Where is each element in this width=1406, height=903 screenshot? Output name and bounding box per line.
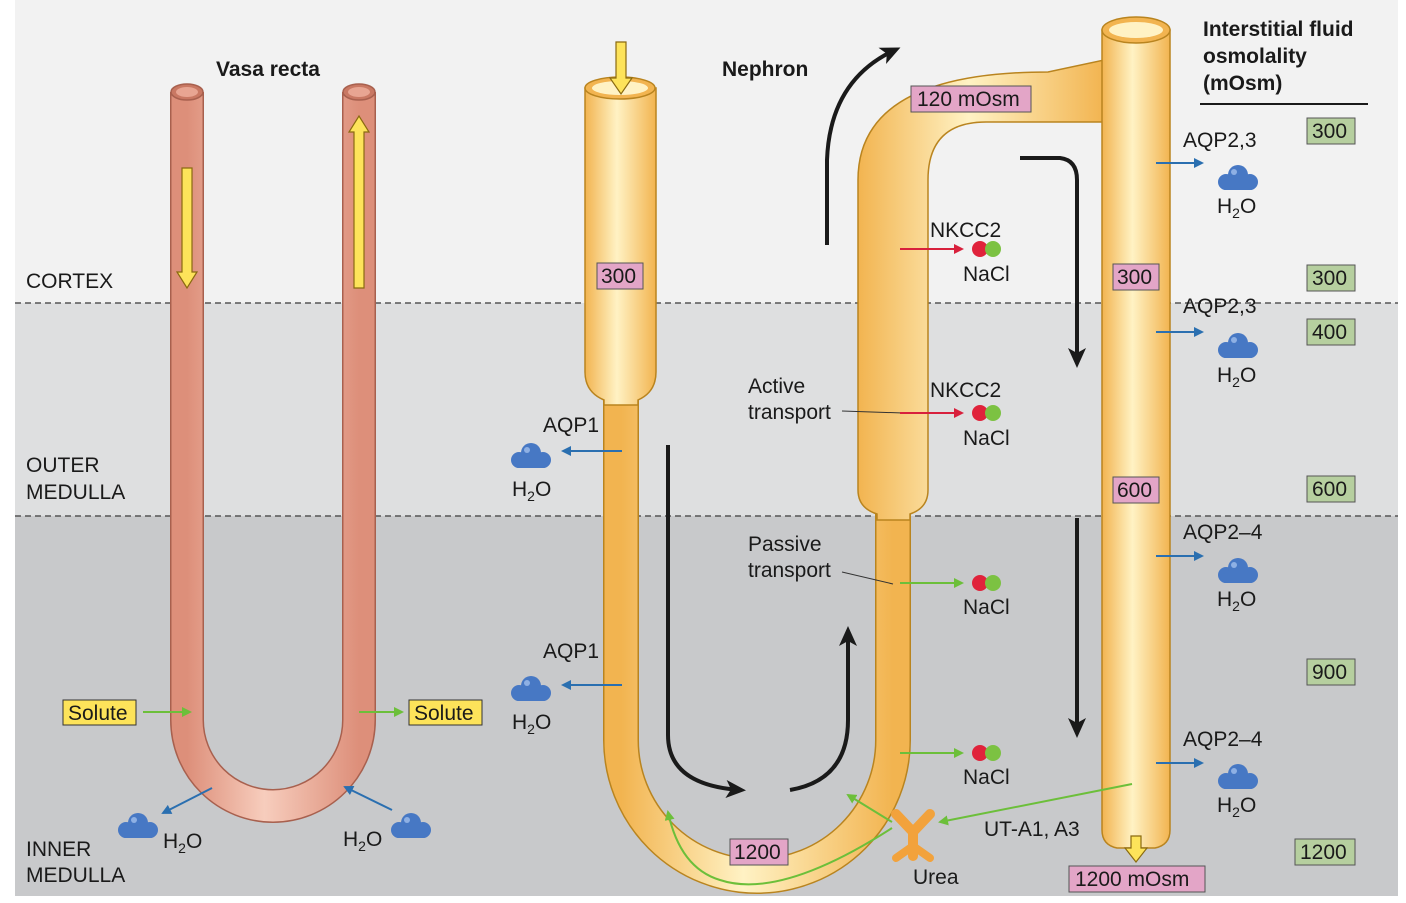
aqp1-label: AQP1 xyxy=(543,640,599,663)
h2o-label: H2O xyxy=(163,830,202,856)
active-transport-pointer xyxy=(841,410,904,414)
ascending-flow-arrow xyxy=(789,626,857,792)
na-ion-icon xyxy=(972,241,988,257)
cd-outer-osm-box xyxy=(1112,476,1160,504)
cl-ion-icon xyxy=(985,745,1001,761)
cortex-label: CORTEX xyxy=(26,270,113,293)
vasa-recta-title: Vasa recta xyxy=(216,58,320,81)
cd-exit-osm-value: 1200 mOsm xyxy=(1075,868,1189,891)
outer-medulla-label-2: MEDULLA xyxy=(26,481,125,504)
ut-a-label: UT-A1, A3 xyxy=(984,818,1080,841)
active-transport-label-1: Active xyxy=(748,375,805,398)
interstitial-osm-value: 900 xyxy=(1312,661,1347,684)
h2o-label: H2O xyxy=(1217,195,1256,221)
vasa-recta-loop xyxy=(170,83,376,823)
nacl-label: NaCl xyxy=(963,766,1010,789)
outer-medulla-label-1: OUTER xyxy=(26,454,100,477)
h2o-label: H2O xyxy=(343,828,382,854)
solute-left-label: Solute xyxy=(68,702,128,725)
solute-right-box xyxy=(408,699,483,726)
vasa-water-out-arrow xyxy=(161,787,213,814)
cd-exit-osm-box xyxy=(1068,865,1206,893)
inner-medulla-label-1: INNER xyxy=(26,838,91,861)
cd-cortex-osm-box xyxy=(1112,263,1160,291)
interstitial-osm-box xyxy=(1306,475,1356,503)
vasa-ascending-flow-arrow xyxy=(347,114,371,289)
nkcc2-label: NKCC2 xyxy=(930,379,1001,402)
interstitial-title-1: Interstitial fluid xyxy=(1203,18,1354,41)
aqp24-label: AQP2–4 xyxy=(1183,521,1263,544)
interstitial-title-3: (mOsm) xyxy=(1203,72,1282,95)
loop-of-henle xyxy=(603,380,911,894)
cl-ion-icon xyxy=(985,575,1001,591)
urea-transporter-icon xyxy=(891,809,935,862)
collecting-duct xyxy=(1101,16,1171,849)
nacl-label: NaCl xyxy=(963,427,1010,450)
aqp24-label: AQP2–4 xyxy=(1183,728,1263,751)
solute-right-label: Solute xyxy=(414,702,474,725)
cl-ion-icon xyxy=(985,405,1001,421)
h2o-label: H2O xyxy=(1217,588,1256,614)
urine-outflow-arrow xyxy=(1123,835,1149,863)
interstitial-osm-value: 600 xyxy=(1312,478,1347,501)
active-transport-label-2: transport xyxy=(748,401,831,424)
aqp23-label: AQP2,3 xyxy=(1183,295,1257,318)
h2o-label: H2O xyxy=(1217,794,1256,820)
interstitial-osm-box xyxy=(1306,264,1356,292)
urea-recycling-arrow xyxy=(664,810,893,886)
h2o-label: H2O xyxy=(1217,364,1256,390)
urea-efflux-arrow xyxy=(938,783,1133,826)
urea-label: Urea xyxy=(913,866,959,889)
interstitial-osm-value: 300 xyxy=(1312,267,1347,290)
interstitial-osm-box xyxy=(1306,658,1356,686)
cl-ion-icon xyxy=(985,241,1001,257)
cd-cortex-osm-value: 300 xyxy=(1117,266,1152,289)
interstitial-osm-value: 300 xyxy=(1312,120,1347,143)
interstitial-title-2: osmolality xyxy=(1203,45,1307,68)
nephron-title: Nephron xyxy=(722,58,808,81)
passive-transport-label-1: Passive xyxy=(748,533,822,556)
distal-flow-arrow xyxy=(1020,156,1086,368)
solute-left-box xyxy=(62,699,137,726)
inner-medulla-label-2: MEDULLA xyxy=(26,864,125,887)
tal-osm-value: 120 mOsm xyxy=(917,88,1020,111)
inner-medulla-zone xyxy=(15,516,1398,896)
interstitial-osm-box xyxy=(1294,838,1356,866)
pct-osm-box xyxy=(596,262,644,290)
nacl-label: NaCl xyxy=(963,263,1010,286)
loop-bottom-osm-value: 1200 xyxy=(734,841,781,864)
passive-transport-pointer xyxy=(841,571,894,585)
interstitial-osm-value: 1200 xyxy=(1300,841,1347,864)
nacl-label: NaCl xyxy=(963,596,1010,619)
interstitial-osm-box xyxy=(1306,318,1356,346)
nkcc2-label: NKCC2 xyxy=(930,219,1001,242)
na-ion-icon xyxy=(972,575,988,591)
tal-osm-box xyxy=(910,85,1032,113)
cortical-flow-arrow xyxy=(825,47,901,245)
na-ion-icon xyxy=(972,405,988,421)
vasa-water-in-arrow xyxy=(343,786,393,811)
proximal-tubule xyxy=(584,76,657,406)
outer-medulla-zone xyxy=(15,303,1398,516)
thick-ascending-limb xyxy=(857,59,1105,521)
aqp1-label: AQP1 xyxy=(543,414,599,437)
pct-osm-value: 300 xyxy=(601,265,636,288)
na-ion-icon xyxy=(972,745,988,761)
cd-outer-osm-value: 600 xyxy=(1117,479,1152,502)
aqp23-label: AQP2,3 xyxy=(1183,129,1257,152)
urea-to-loop-arrow xyxy=(846,793,893,823)
h2o-label: H2O xyxy=(512,478,551,504)
loop-bottom-osm-box xyxy=(729,838,789,866)
descending-flow-arrow xyxy=(666,445,746,799)
interstitial-osm-box xyxy=(1306,117,1356,145)
h2o-label: H2O xyxy=(512,711,551,737)
interstitial-osm-value: 400 xyxy=(1312,321,1347,344)
vasa-descending-flow-arrow xyxy=(175,167,199,290)
nephron-inflow-arrow xyxy=(608,41,634,96)
passive-transport-label-2: transport xyxy=(748,559,831,582)
